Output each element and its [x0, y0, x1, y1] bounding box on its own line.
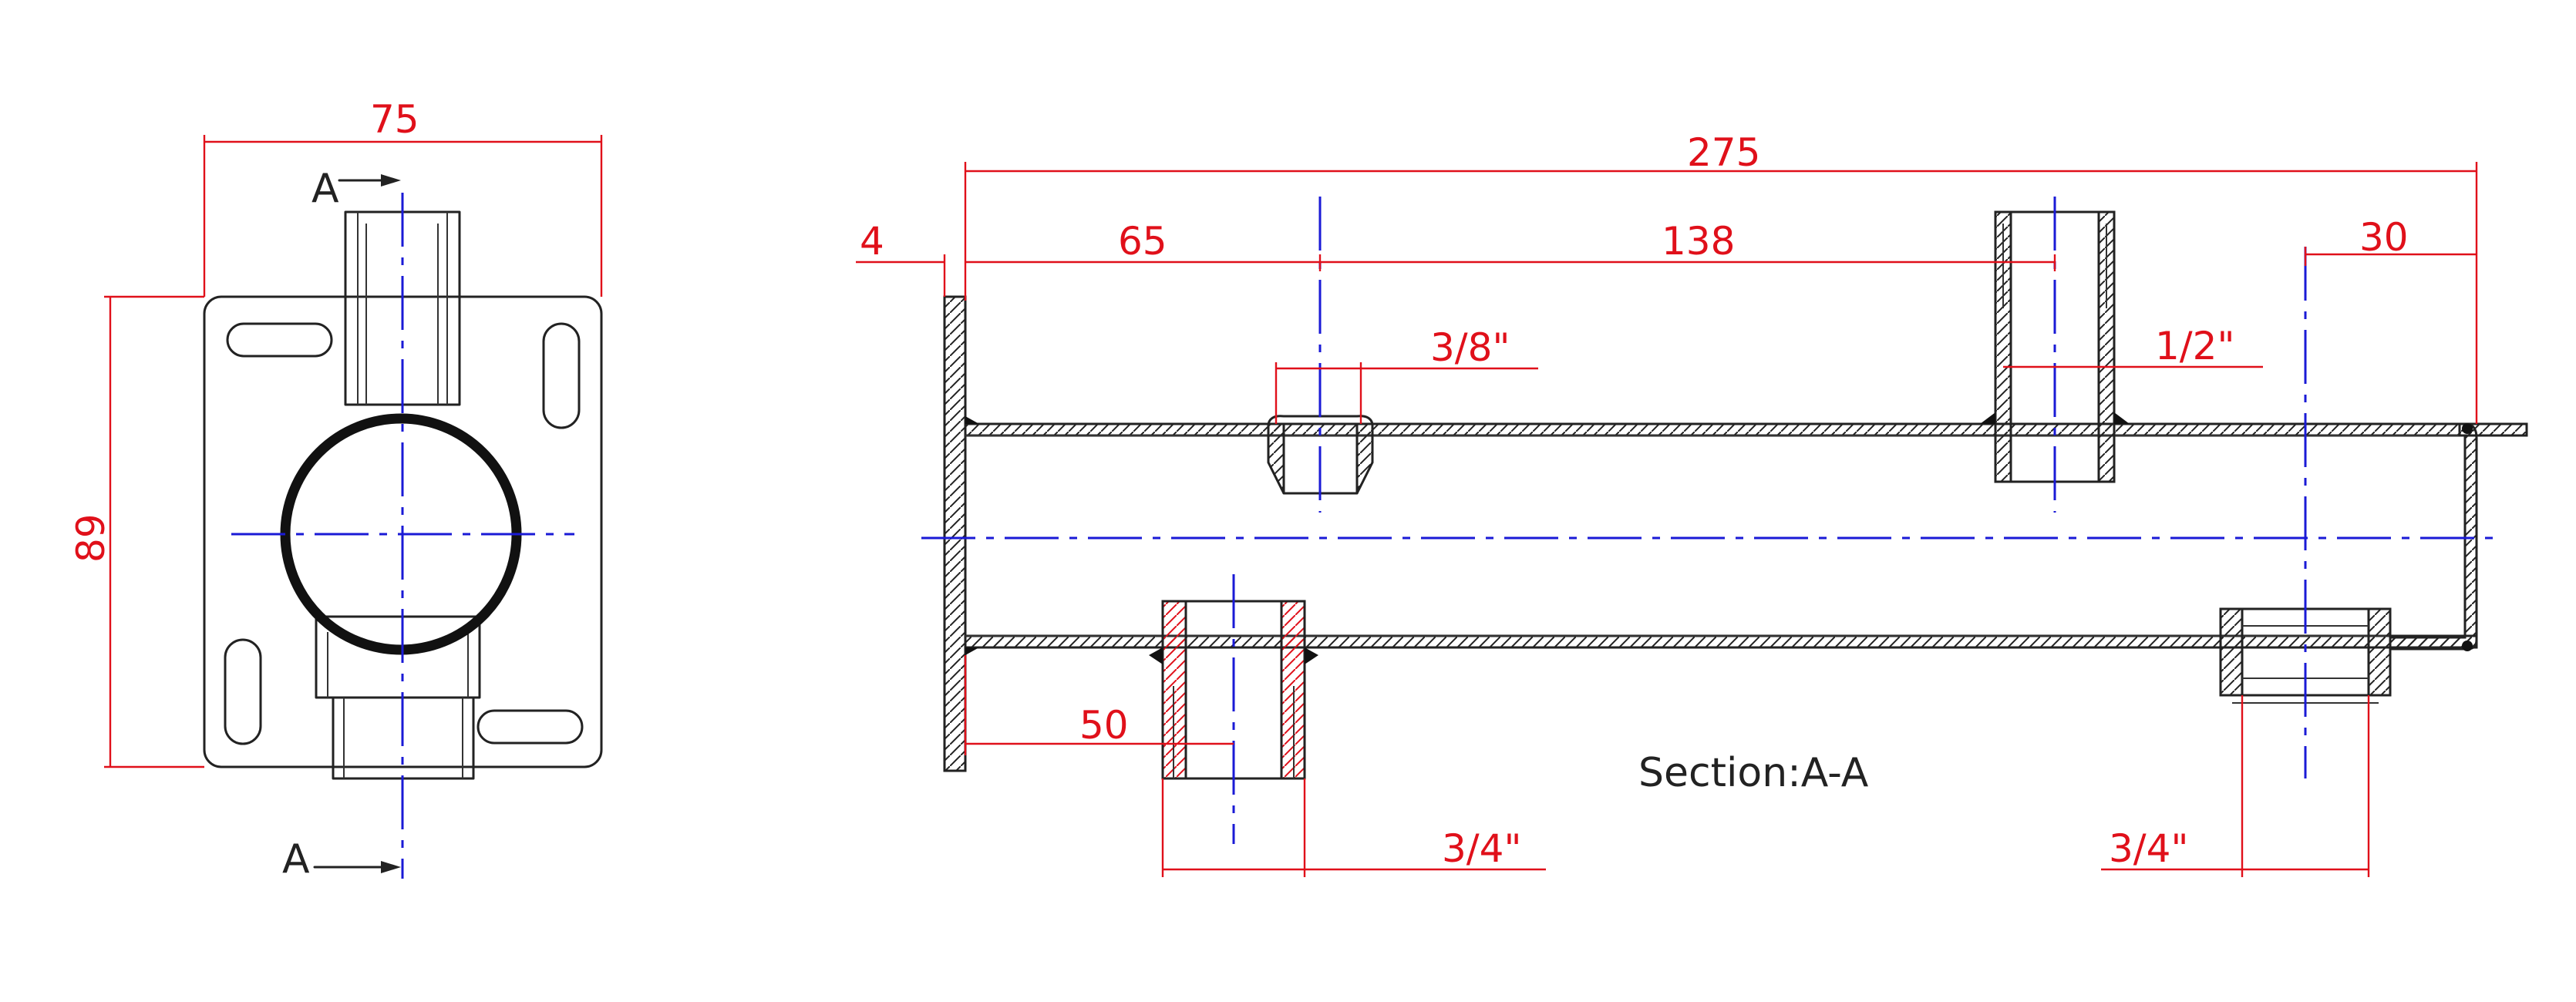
- dim-plate-width-label: 75: [370, 97, 419, 142]
- end-cap: [2389, 422, 2478, 651]
- slot-top-right: [542, 322, 581, 429]
- dim-port-3-4-right-label: 3/4": [2109, 826, 2188, 871]
- dim-port-3-4-left-label: 3/4": [1442, 826, 1521, 871]
- dim-end-offset-label: 30: [2359, 215, 2409, 260]
- dim-end-offset: [2304, 247, 2477, 266]
- dim-port-3-8: [1275, 362, 1538, 424]
- slot-bottom-left: [224, 638, 262, 745]
- dim-bottom-port-offset: [964, 655, 1234, 755]
- dim-port-1-2-label: 1/2": [2155, 324, 2234, 368]
- dim-port-3-4-right: [2101, 695, 2370, 877]
- dim-plate-height-label: 89: [69, 513, 113, 563]
- dim-port-3-8-label: 3/8": [1430, 325, 1510, 370]
- section-marker-bottom: A: [282, 836, 310, 883]
- section-arrow-top: [338, 174, 401, 187]
- nipple-1-2: [1980, 210, 2130, 483]
- dim-plate-width: [203, 135, 603, 297]
- slot-bottom-right: [476, 709, 584, 745]
- dim-port-spacing-label: 138: [1662, 219, 1735, 264]
- dim-row-upper: [856, 254, 2056, 297]
- dim-bottom-port-offset-label: 50: [1079, 703, 1129, 748]
- dim-port-3-4-left: [1161, 778, 1546, 877]
- dim-flange-thickness-label: 4: [860, 219, 884, 264]
- slot-top-left: [226, 322, 333, 358]
- socket-3-4-left: [1149, 600, 1318, 780]
- dim-overall-length: [964, 162, 2478, 424]
- dim-first-port-offset-label: 65: [1118, 219, 1167, 264]
- pipe-top-wall: [964, 422, 2528, 437]
- dim-plate-height: [104, 295, 204, 768]
- dim-overall-length-label: 275: [1687, 130, 1760, 175]
- section-title: Section:A-A: [1638, 750, 1869, 796]
- section-marker-top: A: [311, 166, 339, 212]
- section-arrow-bottom: [313, 861, 401, 873]
- pipe-bottom-wall: [964, 634, 2478, 649]
- front-view: A A 75 89: [69, 97, 603, 883]
- section-view: 275 4 65 138 30 3/8" 1/2": [856, 130, 2528, 877]
- flange: [943, 295, 967, 772]
